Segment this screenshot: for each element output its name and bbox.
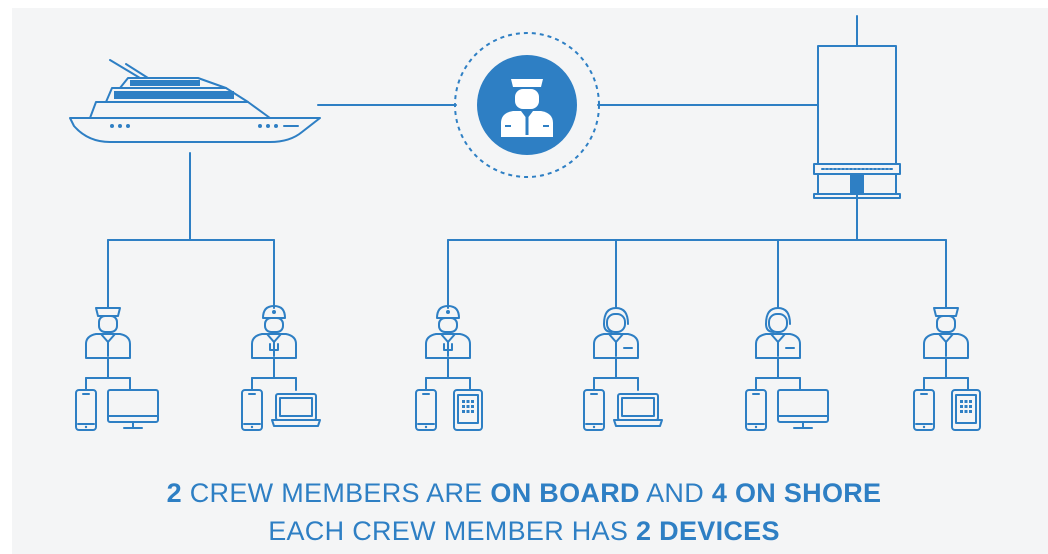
officer-icon — [85, 307, 131, 359]
tablet-icon — [951, 389, 981, 431]
tablet-icon — [453, 389, 483, 431]
device-connector — [755, 357, 801, 391]
caption-line-1: 2 CREW MEMBERS ARE ON BOARD AND 4 ON SHO… — [0, 478, 1048, 509]
crew-member-5 — [745, 307, 829, 431]
crew-layer — [75, 305, 981, 431]
office-building-icon — [813, 15, 901, 199]
crew-member-6 — [913, 307, 981, 431]
monitor-icon — [777, 389, 829, 429]
mechanic-icon — [251, 305, 297, 359]
crew-member-3 — [415, 305, 483, 431]
smartphone-icon — [745, 389, 767, 431]
connection-lines — [107, 104, 947, 309]
device-connector — [85, 357, 131, 391]
mechanic-icon — [425, 305, 471, 359]
device-connector — [425, 357, 471, 391]
caption-segment: 2 DEVICES — [636, 516, 780, 546]
smartphone-icon — [415, 389, 437, 431]
smartphone-icon — [913, 389, 935, 431]
caption-segment: AND — [639, 478, 712, 508]
smartphone-icon — [241, 389, 263, 431]
caption-segment: 2 — [166, 478, 182, 508]
caption-segment: 4 ON SHORE — [711, 478, 882, 508]
crew-member-4 — [583, 307, 663, 431]
monitor-icon — [107, 389, 159, 429]
laptop-icon — [271, 393, 321, 427]
headset-operator-icon — [593, 307, 639, 359]
device-connector — [923, 357, 969, 391]
caption-line-2: EACH CREW MEMBER HAS 2 DEVICES — [0, 516, 1048, 547]
yacht-icon — [69, 59, 321, 143]
caption-segment: EACH CREW MEMBER HAS — [268, 516, 637, 546]
smartphone-icon — [75, 389, 97, 431]
crew-member-2 — [241, 305, 321, 431]
device-connector — [593, 357, 639, 391]
caption-segment: CREW MEMBERS ARE — [181, 478, 491, 508]
headset-operator-icon — [755, 307, 801, 359]
captain-icon — [454, 32, 600, 178]
crew-member-1 — [75, 307, 159, 431]
caption-segment: ON BOARD — [490, 478, 640, 508]
smartphone-icon — [583, 389, 605, 431]
officer-icon — [923, 307, 969, 359]
device-connector — [251, 357, 297, 391]
laptop-icon — [613, 393, 663, 427]
